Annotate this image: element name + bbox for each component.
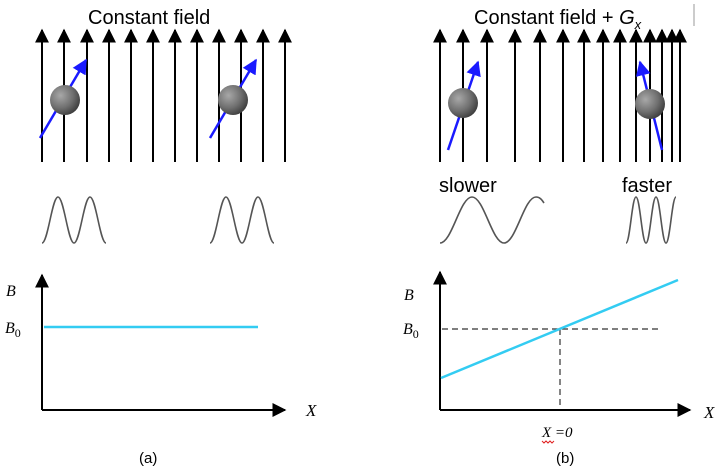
b0-label: B0 (403, 321, 419, 341)
proton-right (208, 58, 258, 139)
proton-sphere (448, 88, 478, 118)
proton-sphere (218, 85, 248, 115)
y-axis-label: B (6, 283, 16, 300)
spellcheck-squiggle (541, 440, 555, 444)
precession-wave-fast (625, 196, 677, 244)
proton-sphere (50, 85, 80, 115)
panel-b-caption: (b) (556, 450, 574, 467)
panel-a-title: Constant field (88, 7, 210, 29)
panel-a: Constant field B (5, 7, 317, 467)
precession-wave-slow (439, 196, 545, 244)
faster-label: faster (622, 175, 672, 197)
y-axis-label: B (404, 287, 414, 304)
precession-wave-right (209, 196, 275, 244)
x-axis-label: X (703, 403, 715, 422)
precession-wave-left (41, 196, 107, 244)
panel-b-title: Constant field + Gx (474, 7, 642, 32)
x-axis-label: X (305, 401, 317, 420)
slower-label: slower (439, 175, 497, 197)
gradient-field-line (440, 278, 679, 380)
proton-left (446, 60, 481, 151)
b0-label: B0 (5, 320, 21, 340)
proton-left (38, 58, 88, 139)
panel-b-plot: B B0 X X =0 (403, 270, 715, 444)
proton-sphere (635, 89, 665, 119)
panel-a-plot: B B0 X (5, 273, 317, 420)
panel-b: Constant field + Gx slower f (403, 4, 715, 467)
proton-right (635, 60, 665, 151)
panel-a-caption: (a) (139, 450, 157, 467)
x-zero-label: X =0 (541, 425, 573, 441)
